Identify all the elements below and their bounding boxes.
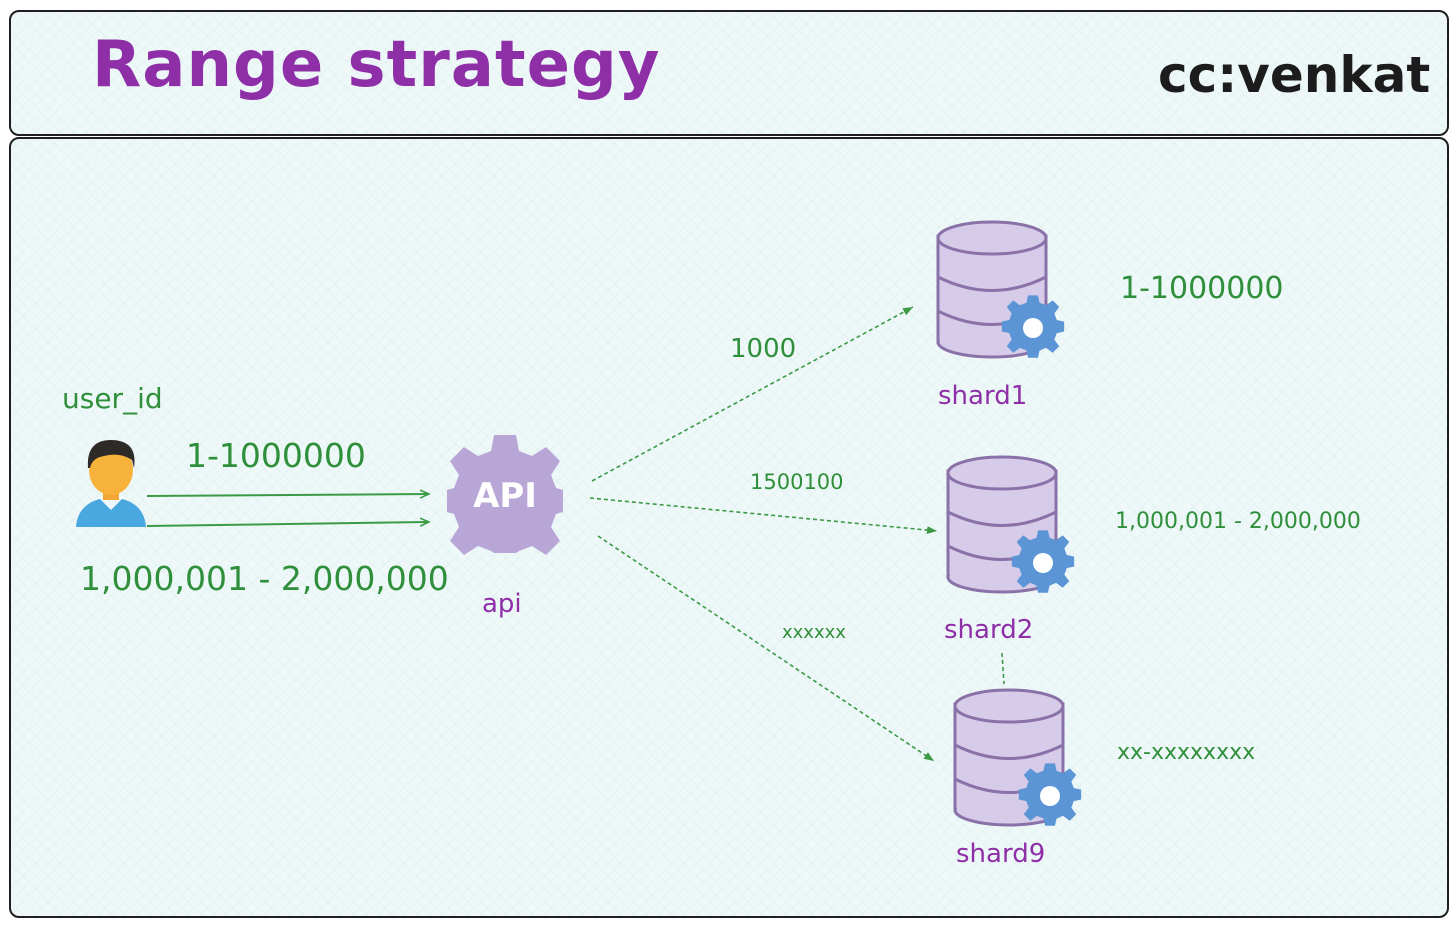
route-label-3: xxxxxx: [782, 622, 846, 643]
shard1-label: shard1: [938, 381, 1027, 411]
diagram-panel: [9, 137, 1449, 918]
header-panel: [9, 10, 1449, 136]
route-arrow-shard9: [597, 535, 935, 762]
api-icon-text: API: [473, 476, 537, 516]
route-label-2: 1500100: [750, 470, 844, 494]
route-arrow-shard2: [589, 497, 938, 535]
user-id-label: user_id: [62, 382, 163, 415]
shard9-label: shard9: [956, 839, 1045, 869]
shard-continuation-line: [1001, 652, 1005, 685]
user-range-1: 1-1000000: [186, 436, 366, 475]
user-range-2: 1,000,001 - 2,000,000: [80, 559, 449, 598]
user-api-arrow-2: [146, 522, 428, 527]
shard1-database-icon: [936, 220, 1065, 359]
shard9-database-icon: [953, 688, 1082, 827]
shard2-range: 1,000,001 - 2,000,000: [1115, 509, 1361, 534]
user-api-arrow-1: [146, 494, 428, 496]
api-gear-icon: API: [447, 435, 563, 555]
shard1-range: 1-1000000: [1120, 271, 1284, 306]
shard9-range: xx-xxxxxxxx: [1117, 740, 1255, 765]
shard2-database-icon: [946, 455, 1075, 594]
credit-label: cc:venkat: [1158, 46, 1431, 104]
page-title: Range strategy: [92, 28, 661, 102]
shard2-label: shard2: [944, 615, 1033, 645]
api-label: api: [482, 589, 522, 619]
route-arrow-shard1: [591, 306, 914, 482]
route-label-1: 1000: [730, 334, 796, 364]
user-avatar-icon: [76, 440, 146, 527]
